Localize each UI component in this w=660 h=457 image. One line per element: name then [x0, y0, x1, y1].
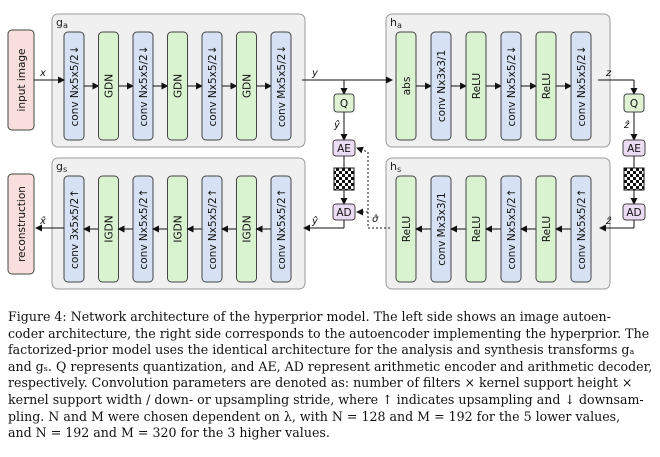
- ga-layers-block-6: [270, 31, 292, 141]
- bitstream-icon-left: [333, 167, 355, 191]
- q-label-right: Q: [630, 98, 638, 110]
- signal-y-hat-top: ŷ: [333, 119, 341, 131]
- caption-line-3: factorized-prior model uses the identica…: [8, 342, 635, 358]
- ha-layers: abs conv Nx3x3/1 ReLU conv Nx5x5/2↓ ReLU conv…: [395, 31, 592, 141]
- signal-y: y: [311, 68, 319, 79]
- ga-layers-label-6: conv Mx5x5/2↓: [276, 45, 288, 127]
- signal-z-hat-bottom: ẑ: [605, 215, 612, 227]
- gs-label: gs: [56, 160, 67, 174]
- hs-layers-label-3: conv Nx5x5/2↑: [506, 188, 518, 269]
- gs-layers-label-2: conv Nx5x5/2↑: [138, 188, 150, 269]
- hs-layers: ReLU conv Mx3x3/1 ReLU conv Nx5x5/2↑ ReLU con…: [395, 175, 592, 283]
- hs-layers-label-5: conv Nx5x5/2↑: [576, 188, 588, 269]
- ae-label-left: AE: [337, 143, 351, 155]
- caption-line-4: and gₛ. Q represents quantization, and A…: [8, 358, 653, 374]
- ha-layers-label-2: ReLU: [471, 73, 483, 99]
- signal-z-hat-top: ẑ: [623, 119, 630, 131]
- signal-z: z: [605, 68, 612, 79]
- gs-layers-label-6: conv Nx5x5/2↑: [276, 188, 288, 269]
- figure-caption: Figure 4: Network architecture of the hy…: [8, 309, 656, 442]
- hs-layers-label-0: ReLU: [401, 216, 413, 242]
- input-image-label: input image: [16, 48, 28, 111]
- ha-layers-block-5: [570, 31, 592, 141]
- caption-line-2: coder architecture, the right side corre…: [8, 325, 650, 341]
- ga-layers-label-4: conv Nx5x5/2↓: [207, 45, 219, 126]
- hs-layers-label-2: ReLU: [471, 216, 483, 242]
- caption-line-7: pling. N and M were chosen dependent on …: [8, 408, 621, 424]
- sigma-dashed-path: [356, 146, 390, 229]
- q-label-left: Q: [340, 98, 348, 110]
- signal-x-hat: x̂: [39, 215, 46, 227]
- ha-layers-label-0: abs: [401, 77, 413, 96]
- ha-label: ha: [390, 16, 402, 30]
- ha-layers-label-5: conv Nx5x5/2↓: [576, 45, 588, 126]
- hs-layers-label-4: ReLU: [541, 216, 553, 242]
- caption-line-1: Figure 4: Network architecture of the hy…: [8, 309, 611, 324]
- ha-layers-label-3: conv Nx5x5/2↓: [506, 45, 518, 126]
- gs-layers-label-0: conv 3x5x5/2↑: [69, 189, 81, 269]
- ga-label: ga: [56, 16, 68, 30]
- hs-layers-label-1: conv Mx3x3/1: [436, 192, 448, 265]
- gs-layers: conv 3x5x5/2↑ IGDN conv Nx5x5/2↑ IGDN conv N…: [63, 175, 292, 283]
- gs-layers-label-1: IGDN: [104, 215, 116, 242]
- ad-label-right: AD: [626, 207, 641, 219]
- gs-layers-label-3: IGDN: [173, 215, 185, 242]
- signal-y-hat-bottom: ŷ: [311, 215, 319, 227]
- architecture-diagram: ga ha gs hs input image reconstruction c…: [7, 13, 646, 290]
- ga-layers-label-3: GDN: [173, 74, 185, 98]
- signal-x: x: [39, 68, 46, 79]
- caption-line-6: kernel support width / down- or upsampli…: [8, 391, 644, 407]
- signal-sigma-hat: σ̂: [372, 213, 379, 225]
- ga-layers: conv Nx5x5/2↓ GDN conv Nx5x5/2↓ GDN conv Nx5…: [63, 31, 292, 141]
- ga-layers-label-1: GDN: [104, 74, 116, 98]
- hs-label: hs: [390, 160, 401, 174]
- bitstream-icon-right: [623, 167, 645, 191]
- ga-layers-label-5: GDN: [242, 74, 254, 98]
- ha-layers-label-1: conv Nx3x3/1: [436, 50, 448, 122]
- ad-label-left: AD: [336, 207, 351, 219]
- reconstruction-label: reconstruction: [16, 186, 28, 262]
- ha-layers-label-4: ReLU: [541, 73, 553, 99]
- reconstruction-box: [7, 173, 35, 275]
- caption-line-5: respectively. Convolution parameters are…: [8, 375, 633, 391]
- caption-line-8: and N = 192 and M = 320 for the 3 higher…: [8, 425, 330, 441]
- ae-label-right: AE: [627, 143, 641, 155]
- gs-layers-label-4: conv Nx5x5/2↑: [207, 188, 219, 269]
- gs-layers-block-6: [270, 175, 292, 283]
- ga-layers-label-0: conv Nx5x5/2↓: [69, 45, 81, 126]
- ga-layers-label-2: conv Nx5x5/2↓: [138, 45, 150, 126]
- gs-layers-label-5: IGDN: [242, 215, 254, 242]
- hs-layers-block-5: [570, 175, 592, 283]
